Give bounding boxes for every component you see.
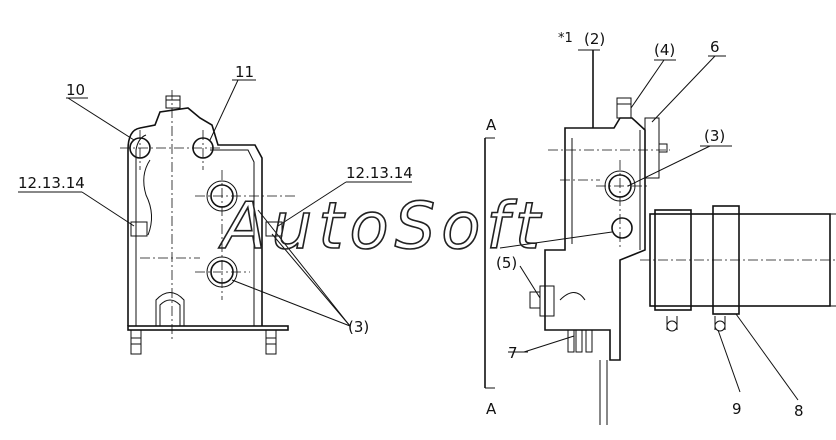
callout-3-left: (3) bbox=[348, 318, 369, 336]
right-hole-5 bbox=[611, 217, 633, 239]
left-view: 10 11 12.13.14 12.13.14 (3) bbox=[18, 63, 413, 355]
section-label-bottom: A bbox=[486, 400, 497, 418]
right-top-bolt bbox=[616, 97, 632, 119]
section-label-top: A bbox=[486, 116, 497, 134]
callout-12-right: 12.13.14 bbox=[346, 164, 413, 182]
callout-12-left: 12.13.14 bbox=[18, 174, 85, 192]
left-housing-outline bbox=[127, 107, 263, 326]
callout-9: 9 bbox=[732, 400, 742, 418]
callout-8: 8 bbox=[794, 402, 804, 420]
callout-11: 11 bbox=[235, 63, 254, 81]
left-stud-left bbox=[130, 329, 142, 355]
callout-7: 7 bbox=[508, 344, 518, 362]
left-side-stud bbox=[130, 221, 148, 237]
callout-5: (5) bbox=[496, 254, 517, 272]
callout-6: 6 bbox=[710, 38, 720, 56]
left-stud-right bbox=[265, 329, 277, 355]
callout-2: (2) bbox=[584, 30, 605, 48]
callout-10: 10 bbox=[66, 81, 85, 99]
left-base-plate bbox=[127, 325, 289, 331]
left-top-bolt bbox=[165, 95, 181, 109]
watermark: AutoSoft bbox=[218, 190, 546, 264]
mark-star: *1 bbox=[558, 31, 573, 46]
right-view: A A bbox=[484, 30, 836, 425]
callout-3-right: (3) bbox=[704, 127, 725, 145]
callout-4: (4) bbox=[654, 41, 675, 59]
